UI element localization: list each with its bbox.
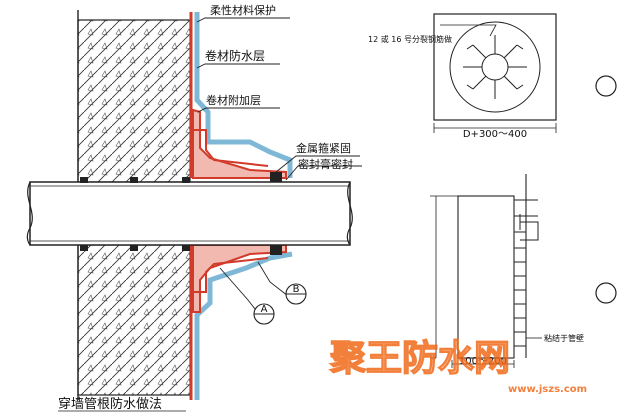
section-marker-b: B xyxy=(285,283,307,305)
binder-hole-bottom xyxy=(595,282,617,304)
pipe xyxy=(26,172,353,255)
section-label-a: A xyxy=(261,304,268,315)
watermark-text: 聚王防水网 xyxy=(329,338,510,379)
label-steel-bar: 12 或 16 号分裂钢筋做 xyxy=(368,34,452,44)
label-membrane-additional: 卷材附加层 xyxy=(206,93,261,107)
label-dimension-top: D+300～400 xyxy=(463,129,527,140)
label-metal-clamp: 金属箍紧固 xyxy=(296,141,351,155)
label-dimension-bottom: 100～200 xyxy=(459,356,507,367)
label-weld-note: 粘结于管壁 xyxy=(544,333,584,343)
wall-section xyxy=(77,10,191,400)
plan-view xyxy=(433,13,557,133)
section-label-b: B xyxy=(293,284,300,295)
section-marker-a: A xyxy=(253,303,275,325)
watermark-url: www.jszs.com xyxy=(508,384,587,395)
label-flexible-protection: 柔性材料保护 xyxy=(210,3,276,17)
elevation-view xyxy=(430,174,542,368)
watermark: 聚王防水网 www.jszs.com xyxy=(328,337,587,395)
diagram-title: 穿墙管根防水做法 xyxy=(58,396,162,412)
label-membrane-waterproof: 卷材防水层 xyxy=(205,48,265,63)
binder-hole-top xyxy=(595,75,617,97)
label-sealant: 密封膏密封 xyxy=(298,157,353,171)
wall-lower xyxy=(77,244,191,396)
metal-clamp-top xyxy=(270,172,282,182)
wall-upper xyxy=(77,19,191,183)
flexible-protection-layer xyxy=(194,12,293,400)
membrane-layers xyxy=(189,12,287,400)
metal-clamp-bottom xyxy=(270,245,282,255)
